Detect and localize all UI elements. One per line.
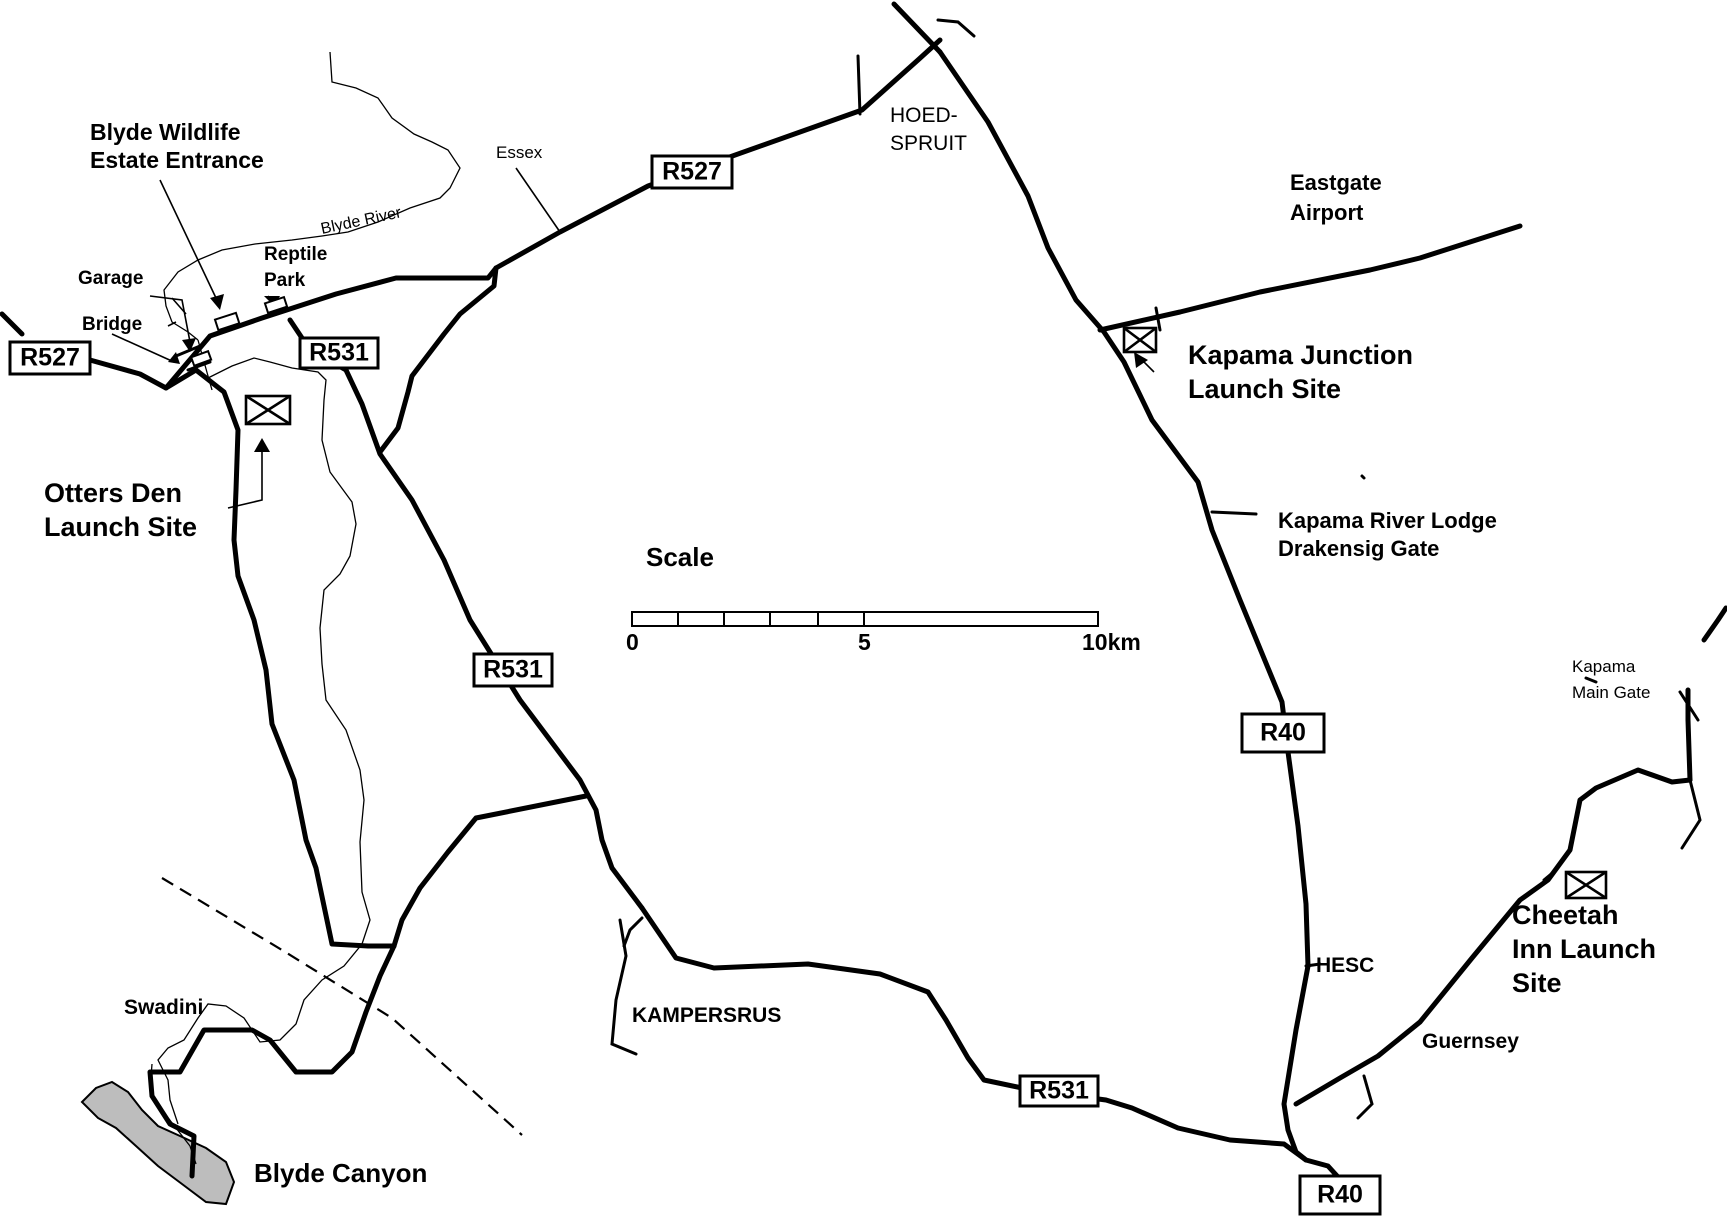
label-otters-2: Launch Site <box>44 512 197 542</box>
label-reptile-1: Reptile <box>264 244 327 265</box>
label-cheetah-3: Site <box>1512 968 1562 998</box>
label-cheetah-2: Inn Launch <box>1512 934 1656 964</box>
scale-tick-0: 0 <box>626 629 639 655</box>
leader-lines <box>111 167 1155 509</box>
label-kampersrus: KAMPERSRUS <box>632 1004 781 1027</box>
label-kapama-main-2: Main Gate <box>1572 683 1650 702</box>
label-blyde-wildlife-1: Blyde Wildlife <box>90 119 241 145</box>
shield-r527-west: R527 <box>8 340 92 376</box>
blyde-river <box>157 51 461 1125</box>
boxed-x-icon <box>1122 326 1158 354</box>
road-kapama-main <box>1685 605 1727 783</box>
shield-r40-bottom: R40 <box>1298 1174 1382 1216</box>
label-blyde-canyon: Blyde Canyon <box>254 1158 427 1188</box>
launch-site-markers <box>244 326 1608 900</box>
road-eastgate <box>1097 223 1523 333</box>
road-otters-loop <box>193 367 397 949</box>
svg-text:R531: R531 <box>483 656 543 684</box>
label-essex: Essex <box>496 143 543 162</box>
svg-text:R527: R527 <box>662 158 722 186</box>
boxed-x-icon <box>244 394 292 426</box>
arrow-heads <box>168 294 1148 452</box>
label-otters-1: Otters Den <box>44 478 182 508</box>
road-connector-r527-r531 <box>377 265 499 455</box>
road-middle-connector <box>391 793 589 949</box>
scale-bar: Scale 0 5 10km <box>626 542 1141 655</box>
label-blyde-wildlife-2: Estate Entrance <box>90 147 264 173</box>
road-r527-west <box>0 311 199 391</box>
shield-r531-mid: R531 <box>472 652 554 688</box>
building-markers <box>189 295 289 368</box>
label-kapama-lodge-1: Kapama River Lodge <box>1278 508 1497 533</box>
minor-roads <box>174 18 1702 1120</box>
shield-r531-top: R531 <box>298 336 380 370</box>
label-reptile-2: Park <box>264 270 306 291</box>
label-kapama-junction-1: Kapama Junction <box>1188 340 1413 370</box>
road-to-swadini <box>147 943 397 1179</box>
scale-title: Scale <box>646 542 714 572</box>
label-hesc: HESC <box>1316 954 1374 977</box>
rectangle-icon <box>213 311 241 332</box>
road-r531-north <box>287 317 645 911</box>
label-guernsey: Guernsey <box>1422 1030 1519 1053</box>
label-blyde-river: Blyde River <box>319 204 403 238</box>
svg-text:R40: R40 <box>1317 1181 1363 1209</box>
shield-r531-bottom: R531 <box>1018 1074 1100 1108</box>
canyon-shading <box>80 1080 236 1206</box>
road-guernsey <box>1293 767 1693 1107</box>
road-r531-south <box>639 905 1309 1163</box>
scale-tick-10: 10km <box>1082 629 1141 655</box>
label-eastgate-2: Airport <box>1290 200 1364 225</box>
shield-r40-mid: R40 <box>1240 712 1326 754</box>
label-cheetah-1: Cheetah <box>1512 900 1619 930</box>
label-eastgate-1: Eastgate <box>1290 170 1382 195</box>
label-swadini: Swadini <box>124 996 203 1019</box>
label-garage: Garage <box>78 268 143 289</box>
road-hoedspruit-north <box>891 1 943 55</box>
road-r527-main <box>163 37 943 391</box>
roads <box>0 1 1727 1191</box>
scale-tick-5: 5 <box>858 629 871 655</box>
shield-r527-north: R527 <box>650 154 734 190</box>
label-kapama-lodge-2: Drakensig Gate <box>1278 536 1439 561</box>
svg-text:R40: R40 <box>1260 719 1306 747</box>
svg-text:R531: R531 <box>309 339 369 367</box>
label-hoedspruit-1: HOED- <box>890 104 958 127</box>
svg-text:R531: R531 <box>1029 1077 1089 1105</box>
label-kapama-junction-2: Launch Site <box>1188 374 1341 404</box>
label-bridge: Bridge <box>82 314 142 335</box>
label-kapama-main-1: Kapama <box>1572 657 1636 676</box>
road-r40 <box>937 49 1351 1191</box>
escarpment-dashed-line <box>161 877 523 1136</box>
boxed-x-icon <box>1564 870 1608 900</box>
label-hoedspruit-2: SPRUIT <box>890 132 967 155</box>
rectangle-icon <box>189 349 213 368</box>
rectangle-icon <box>263 295 289 315</box>
svg-text:R527: R527 <box>20 344 80 372</box>
